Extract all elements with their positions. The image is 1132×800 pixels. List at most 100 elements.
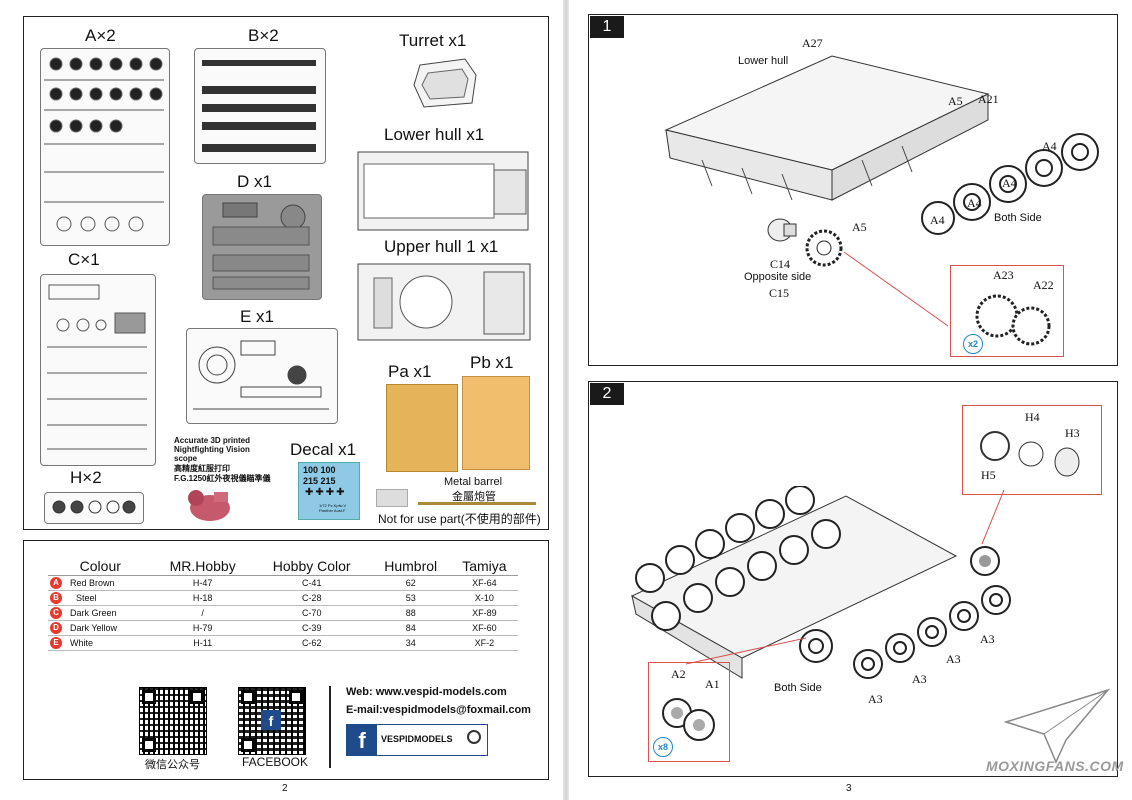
paint-frame [23,540,549,780]
sprue-pa-label: Pa x1 [388,362,432,381]
email-text[interactable]: E-mail:vespidmodels@foxmail.com [346,704,531,716]
color-key-badge: C [50,607,62,619]
mrhobby-code: / [152,605,253,621]
sprue-c [40,274,156,466]
step2-frame [588,381,1118,777]
page-number-right: 3 [846,783,852,794]
step2-leader-lines [685,489,1005,665]
step1-a4-1: A4 [1042,139,1057,153]
facebook-label: FACEBOOK [242,755,309,769]
step2-roadwheels [799,585,1011,679]
hobby-code: C-62 [252,635,371,651]
step2-a3-4: A3 [868,692,883,706]
color-name: Dark Yellow [70,623,118,633]
color-name: Steel [76,593,97,603]
step1-a27: A27 [802,36,823,50]
not-for-use-note: Not for use part(不使用的部件) [378,512,541,526]
step2-a2: A2 [671,667,686,681]
step2-idler-parts [980,431,1080,477]
col-mrhobby: MR.Hobby [152,556,253,576]
tamiya-code: XF-89 [450,605,518,621]
mrhobby-code: H-47 [152,575,253,591]
sprue-e-parts [193,340,329,410]
step2-h3: H3 [1065,426,1080,440]
decal-crosses: ✚✚✚✚ [305,487,347,498]
watermark-plane-icon [1003,688,1111,764]
step1-wheels [921,133,1099,235]
step1-c14-part [767,218,797,242]
upper-hull-label: Upper hull 1 x1 [384,237,499,256]
watermark-text: MOXINGFANS.COM [986,758,1124,774]
humbrol-code: 53 [370,590,451,606]
scope-render [188,490,230,521]
step1-sprocket [805,229,843,267]
step2-h5: H5 [981,468,996,482]
mrhobby-code: H-11 [152,635,253,651]
step2-both-side: Both Side [774,682,822,694]
parts-frame [23,16,549,530]
tamiya-code: XF-64 [450,575,518,591]
wechat-label: 微信公众号 [145,759,200,771]
sprue-d-parts [212,202,310,290]
wechat-qr-code [139,687,207,755]
step1-both-side: Both Side [994,212,1042,224]
metal-barrel-label: Metal barrel [444,476,503,488]
step1-detail-box: A23 A22 x2 [950,265,1064,357]
step1-a4-4: A4 [930,213,945,227]
sprue-b-parts [202,60,316,152]
color-key-badge: B [50,592,62,604]
sprue-c-parts [47,284,147,450]
paint-table: Colour MR.Hobby Hobby Color Humbrol Tami… [48,556,518,651]
decal-label: Decal x1 [290,440,357,459]
scope-note-cn2: F.G.1250紅外夜視儀瞄準儀 [174,474,271,483]
step1-a4-3: A4 [967,196,982,210]
tamiya-code: XF-2 [450,635,518,651]
paint-table-header: Colour MR.Hobby Hobby Color Humbrol Tami… [48,556,518,576]
sprue-d-label: D x1 [237,172,272,191]
website-text[interactable]: Web: www.vespid-models.com [346,686,507,698]
step1-a23: A23 [993,268,1014,282]
step1-c15: C15 [769,286,790,300]
hobby-code: C-70 [252,605,371,621]
step1-hull-drawing [664,55,990,201]
hobby-code: C-39 [252,620,371,636]
sprue-e [186,328,338,424]
sprue-a-label: A×2 [85,26,116,45]
sprue-a-parts [44,57,164,232]
humbrol-code: 34 [370,635,451,651]
lower-hull-part [357,151,529,231]
facebook-icon: f [261,710,281,730]
decal-sheet: 100 100 215 215 ✚✚✚✚ 1/72 Pz.Kpfw.V Pant… [298,462,360,520]
humbrol-code: 84 [370,620,451,636]
scope-note-cn1: 高精度紅服打印 [174,464,230,473]
decal-numbers-2: 215 215 [303,476,336,486]
decal-numbers-1: 100 100 [303,465,336,475]
left-page: A×2 B×2 Turret x1 Lower hull x1 D [23,16,549,794]
page-number-left: 2 [282,783,288,794]
color-name: Red Brown [70,578,115,588]
step1-a4-2: A4 [1002,176,1017,190]
step1-number: 1 [590,16,624,38]
metal-barrel-label-cn: 金屬炮管 [452,491,496,503]
step1-opposite-side: Opposite side [744,271,812,283]
sprue-e-label: E x1 [240,307,275,326]
step1-a5-top: A5 [948,94,963,108]
step2-roadwheel-parts [662,698,715,741]
facebook-search-bar[interactable]: f VESPIDMODELS [346,724,488,756]
sprue-pb [462,376,530,470]
step2-idler-detail-box: H4 H3 H5 [962,405,1102,495]
step2-a3-3: A3 [912,672,927,686]
color-key-badge: A [50,577,62,589]
search-icon [467,730,481,744]
upper-hull-part [357,263,531,341]
col-humbrol: Humbrol [370,556,451,576]
col-hobby-color: Hobby Color [252,556,371,576]
color-name: Dark Green [70,608,117,618]
tamiya-code: XF-60 [450,620,518,636]
step2-roadwheel-detail-box: A2 A1 x8 [648,662,730,762]
hobby-code: C-41 [252,575,371,591]
metal-barrel [418,502,536,505]
color-key-badge: D [50,622,62,634]
